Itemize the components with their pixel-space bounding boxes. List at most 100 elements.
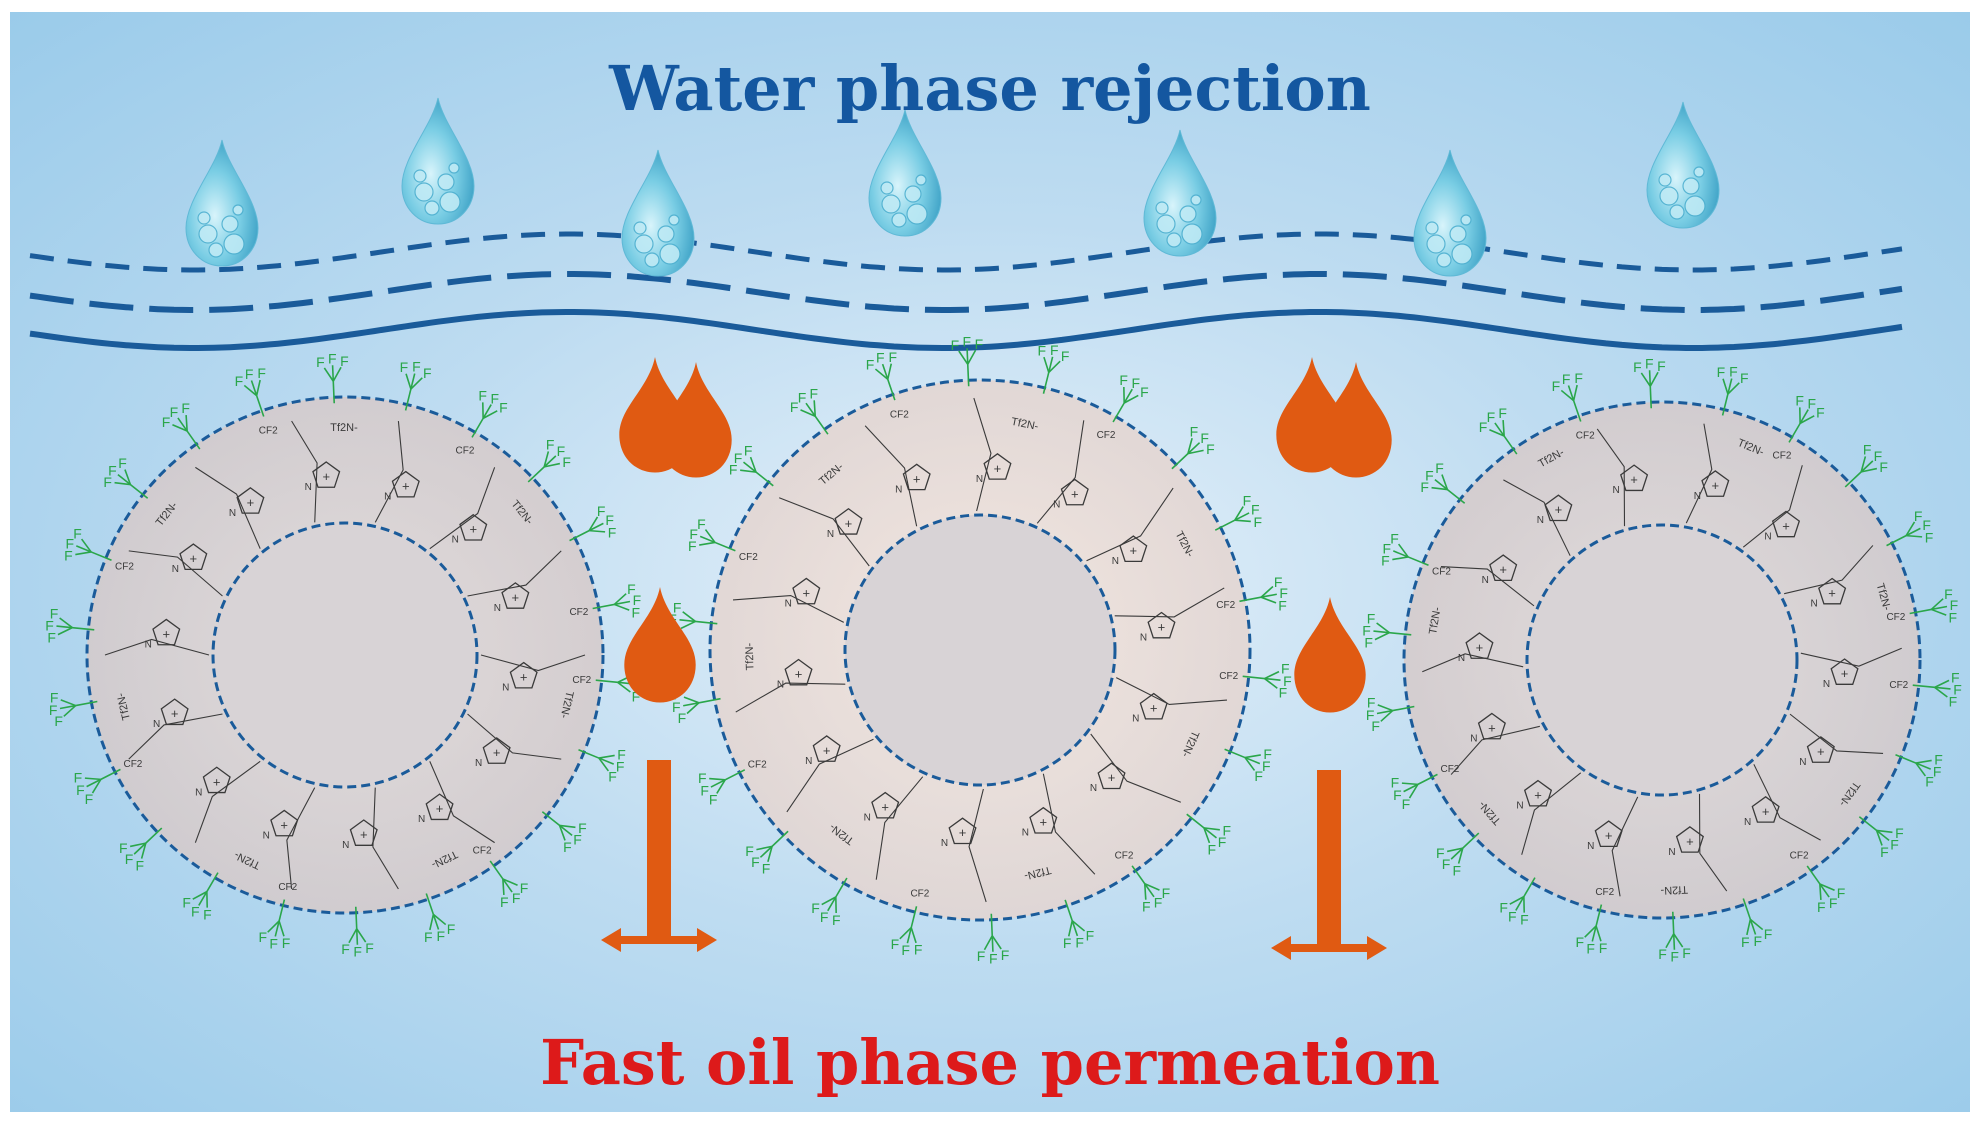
cf2-group: CF2: [123, 759, 142, 770]
fluorine-label: F: [1829, 895, 1838, 911]
oil-droplet-icon: [1294, 597, 1366, 713]
fluorine-label: F: [1154, 895, 1163, 911]
fluorine-label: F: [1362, 622, 1371, 638]
imidazolium-ring: +N: [941, 817, 977, 849]
imidazolium-ring: +N: [1823, 658, 1859, 690]
dashed-line-upper: [29, 231, 1903, 273]
fluorine-label: F: [1393, 787, 1402, 803]
fluorine-label: F: [673, 600, 682, 616]
cation-plus: +: [1841, 666, 1849, 681]
cation-plus: +: [823, 743, 831, 758]
fluorine-label: F: [546, 437, 555, 453]
cation-plus: +: [1555, 502, 1563, 517]
fluorine-label: F: [1262, 758, 1271, 774]
fluorine-label: F: [578, 820, 587, 836]
fluorine-label: F: [1895, 825, 1904, 841]
cation-plus: +: [802, 585, 810, 600]
ring-nitrogen: N: [1537, 515, 1544, 526]
fluorine-label: F: [820, 909, 829, 925]
particle-outer-boundary: [85, 395, 605, 915]
cation-plus: +: [1108, 770, 1116, 785]
fluorine-label: F: [1953, 682, 1962, 698]
fluorine-label: F: [632, 605, 641, 621]
imidazolium-ring: +N: [895, 463, 931, 495]
fluorine-label: F: [1061, 348, 1070, 364]
fluorine-label: F: [866, 357, 875, 373]
title-water-phase-rejection: Water phase rejection: [609, 52, 1371, 125]
ring-nitrogen: N: [1744, 817, 1751, 828]
anion-label: Tf2N-: [558, 690, 576, 720]
fluorine-label: F: [235, 373, 244, 389]
fluorine-label: F: [633, 592, 642, 608]
fluorine-label: F: [1599, 940, 1608, 956]
fluorine-label: F: [125, 851, 134, 867]
cation-plus: +: [1817, 744, 1825, 759]
ring-nitrogen: N: [864, 813, 871, 824]
fluorine-label: F: [729, 461, 738, 477]
cf2-group: CF2: [572, 675, 591, 686]
water-droplet-icon: [1646, 101, 1720, 229]
ring-nitrogen: N: [1587, 841, 1594, 852]
cation-plus: +: [469, 522, 477, 537]
cation-plus: +: [280, 817, 288, 832]
fluorine-label: F: [447, 921, 456, 937]
ring-nitrogen: N: [976, 474, 983, 485]
fluorine-label: F: [1754, 933, 1763, 949]
water-droplet-icon: [621, 149, 695, 277]
oil-flow-arrow-icon: [601, 760, 717, 952]
imidazolium-ring: +N: [1482, 554, 1518, 586]
ring-nitrogen: N: [1022, 828, 1029, 839]
imidazolium-ring: +N: [976, 453, 1012, 485]
imidazolium-ring: +N: [418, 793, 454, 825]
fluorine-label: F: [734, 450, 743, 466]
fluorine-label: F: [1391, 775, 1400, 791]
imidazolium-ring: +N: [452, 513, 488, 546]
imidazolium-ring: +N: [305, 461, 341, 493]
fluorine-label: F: [76, 782, 85, 798]
fluorine-label: F: [1442, 856, 1451, 872]
fluorine-label: F: [1874, 448, 1883, 464]
particle-outer-boundary: [708, 378, 1252, 922]
ring-nitrogen: N: [384, 492, 391, 503]
fluorine-label: F: [678, 710, 687, 726]
fluorine-label: F: [162, 414, 171, 430]
fluorine-label: F: [282, 935, 291, 951]
fluorine-label: F: [191, 903, 200, 919]
fluorine-label: F: [573, 832, 582, 848]
cation-plus: +: [845, 516, 853, 531]
fluorine-label: F: [790, 399, 799, 415]
fluorine-label: F: [1795, 392, 1804, 408]
fluorine-label: F: [108, 462, 117, 478]
fluorine-label: F: [1243, 493, 1252, 509]
fluorine-label: F: [616, 759, 625, 775]
ring-nitrogen: N: [1053, 499, 1060, 510]
title-fast-oil-permeation: Fast oil phase permeation: [540, 1026, 1440, 1099]
fluorine-label: F: [1366, 707, 1375, 723]
cation-plus: +: [1534, 788, 1542, 803]
fluorine-label: F: [1879, 459, 1888, 475]
water-droplet-icon: [185, 139, 259, 267]
cf2-group: CF2: [259, 426, 278, 437]
fluorine-label: F: [85, 791, 94, 807]
fluorine-label: F: [1499, 900, 1508, 916]
fluorine-label: F: [698, 770, 707, 786]
imidazolium-ring: +N: [1612, 464, 1649, 496]
imidazolium-ring: +N: [172, 543, 208, 575]
cf2-group: CF2: [739, 552, 758, 563]
imidazolium-ring: +N: [777, 658, 813, 691]
imidazolium-ring: +N: [494, 582, 530, 614]
cf2-group: CF2: [1889, 680, 1908, 691]
ring-nitrogen: N: [1470, 733, 1477, 744]
imidazolium-ring: +N: [1537, 494, 1573, 526]
solid-line-lower: [29, 309, 1903, 351]
ring-nitrogen: N: [895, 484, 902, 495]
fluorine-label: F: [1950, 597, 1959, 613]
imidazolium-ring: +N: [1764, 510, 1801, 542]
fluorine-label: F: [258, 929, 267, 945]
cf2-group: CF2: [569, 607, 588, 618]
fluorine-label: F: [1807, 396, 1816, 412]
fluorine-label: F: [1682, 945, 1691, 961]
cf2-group: CF2: [910, 889, 929, 900]
fluorine-label: F: [54, 713, 63, 729]
cation-plus: +: [1150, 701, 1158, 716]
